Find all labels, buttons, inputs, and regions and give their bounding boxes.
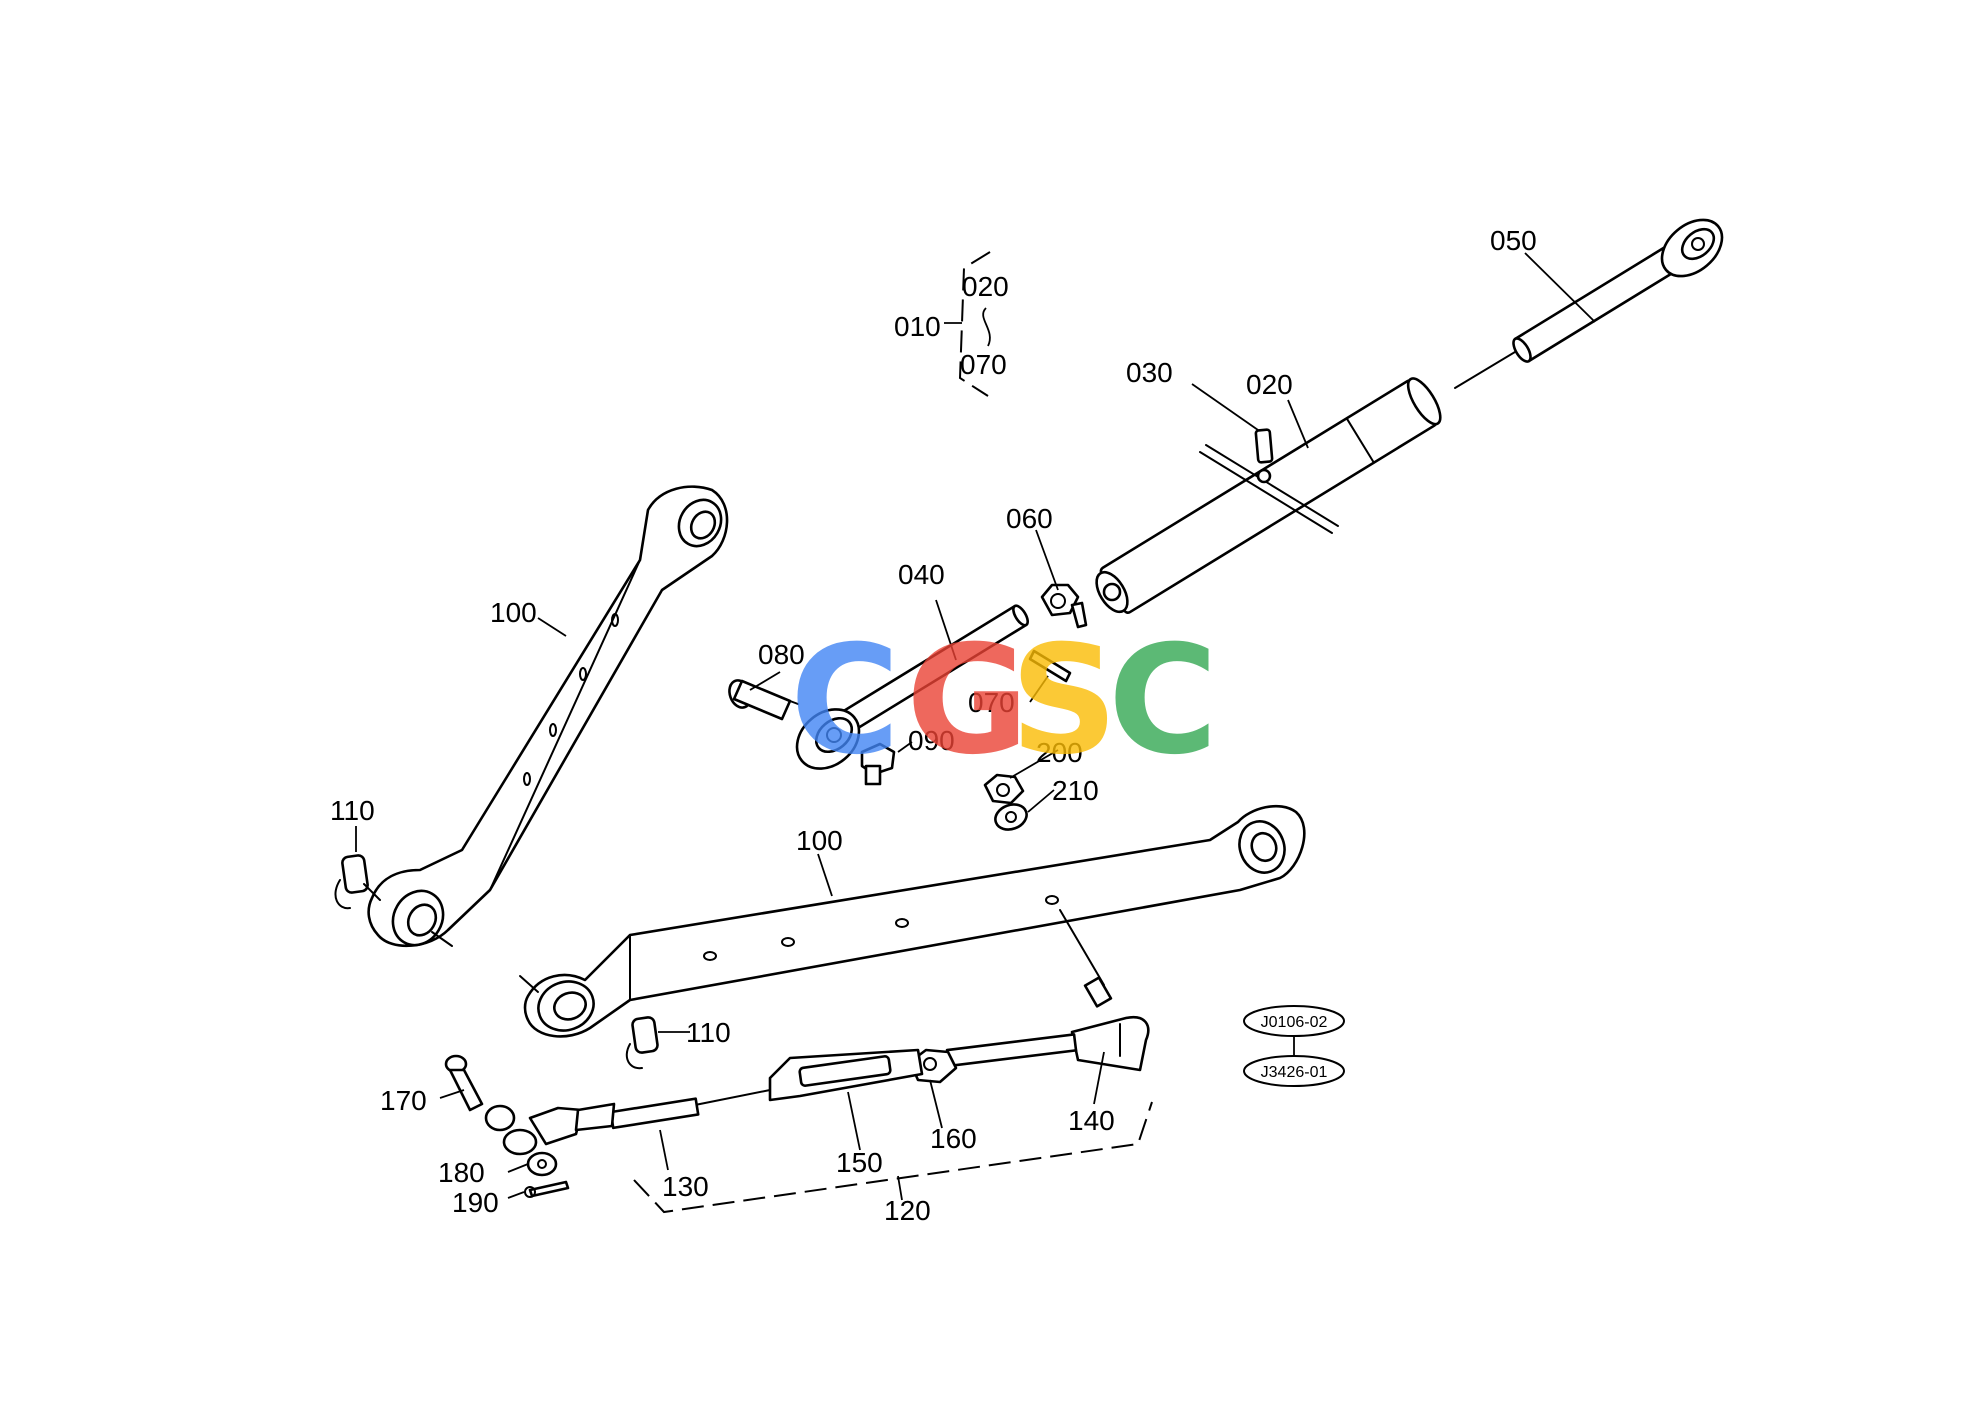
label-130: 130 [662,1171,709,1202]
watermark-logo: C G S C [790,614,1218,788]
nut-200 [983,773,1025,805]
kit-bracket-010 [958,251,991,397]
check-chain-assembly-120 [444,909,1150,1198]
label-100-upper: 100 [490,597,537,628]
top-link-eye-rod-040 [795,604,1029,770]
lock-nut-060 [1040,583,1088,629]
washer-210 [994,803,1028,831]
label-070-kit: 070 [960,349,1007,380]
top-link-eye-rod-050 [1454,218,1724,389]
label-080: 080 [758,639,805,670]
label-020: 020 [1246,369,1293,400]
label-150: 150 [836,1147,883,1178]
label-020-kit: 020 [962,271,1009,302]
top-link-tube-020 [1095,377,1442,614]
label-180: 180 [438,1157,485,1188]
leader-lines [355,252,1596,1201]
label-110-right: 110 [686,1017,731,1048]
label-210: 210 [1052,775,1099,806]
lower-link-right-100 [519,804,1306,1038]
assembly-bracket-120 [633,1101,1153,1214]
label-090: 090 [908,725,955,756]
label-040: 040 [898,559,945,590]
label-060: 060 [1006,503,1053,534]
label-140: 140 [1068,1105,1115,1136]
lynch-pin-110-left [334,854,381,910]
label-160: 160 [930,1123,977,1154]
ref-j3426-01: J3426-01 [1261,1064,1328,1081]
label-010: 010 [894,311,941,342]
watermark-letter-3: S [1010,614,1118,788]
part-labels: 010 020 070 050 030 020 060 040 080 070 … [330,225,1537,1226]
label-120: 120 [884,1195,931,1226]
label-190: 190 [452,1187,499,1218]
lower-link-left-100 [367,485,729,948]
label-170: 170 [380,1085,427,1116]
label-200: 200 [1036,737,1083,768]
watermark-letter-4: C [1108,614,1218,788]
watermark-letter-1: C [790,614,900,788]
reference-tags: J0106-02 J3426-01 [1243,1005,1345,1087]
label-100-lower: 100 [796,825,843,856]
label-070: 070 [968,687,1015,718]
label-050: 050 [1490,225,1537,256]
pin-070 [1028,649,1072,683]
bolt-090 [860,742,896,786]
watermark-letter-2: G [906,614,1029,788]
lynch-pin-110-right [625,1016,659,1070]
label-110-left: 110 [330,795,375,826]
ref-j0106-02: J0106-02 [1261,1014,1328,1031]
label-030: 030 [1126,357,1173,388]
pin-080 [728,679,799,721]
